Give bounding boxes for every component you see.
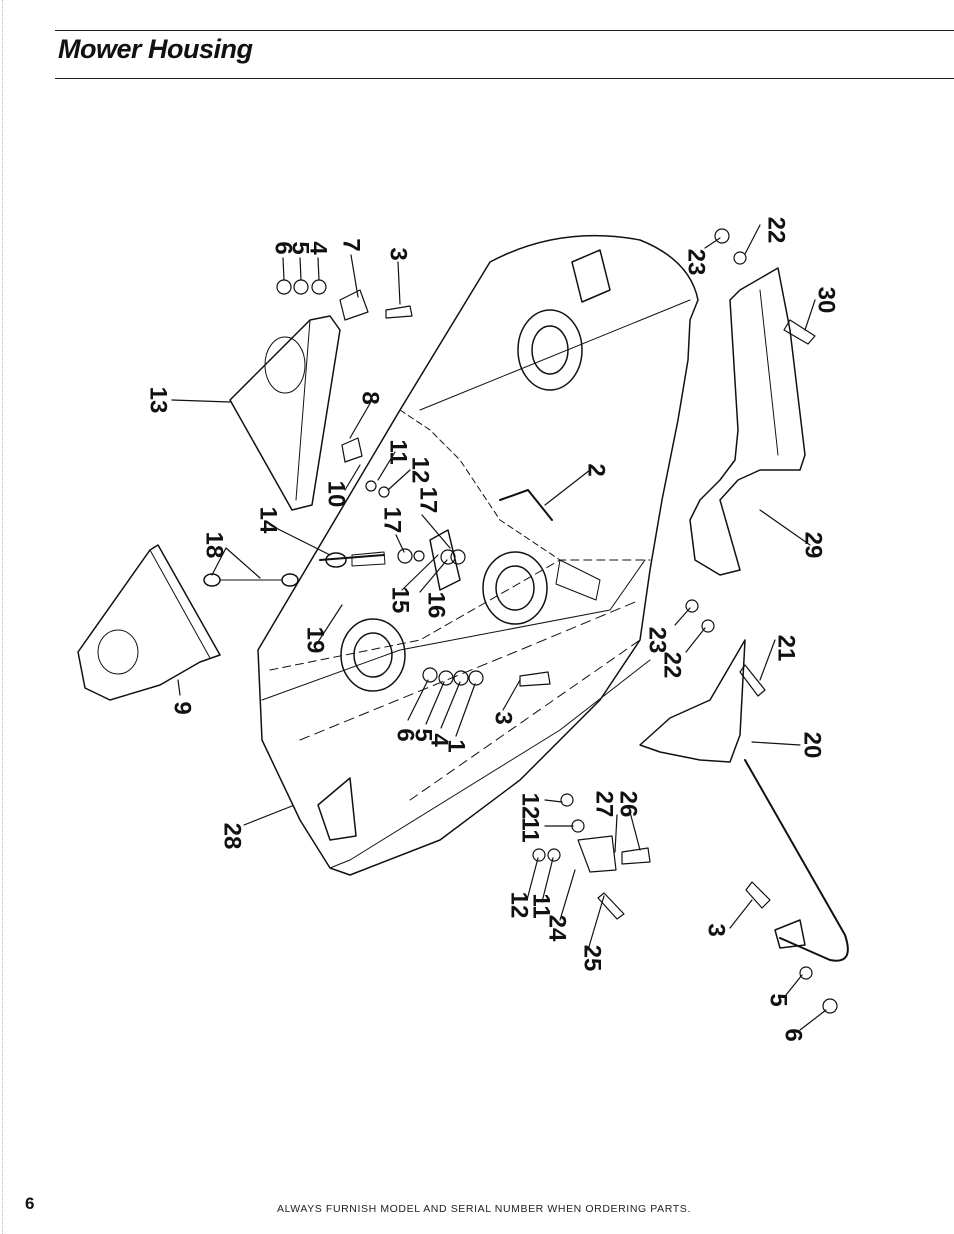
callout-c23b: 23: [644, 627, 671, 654]
callout-c22b: 22: [659, 652, 686, 679]
callout-c18: 18: [201, 532, 228, 559]
callout-c15: 15: [387, 587, 414, 614]
discharge-deflector: [689, 267, 806, 576]
callout-c4a: 4: [305, 241, 332, 255]
footer-ordering-note: ALWAYS FURNISH MODEL AND SERIAL NUMBER W…: [277, 1203, 691, 1215]
callout-c25: 25: [579, 945, 606, 972]
callout-c11c: 11: [528, 893, 555, 918]
callout-c3b: 3: [490, 711, 517, 724]
callout-c11b: 11: [517, 817, 544, 842]
callout-c16: 16: [423, 592, 450, 619]
callout-c20: 20: [799, 732, 826, 759]
callout-c13: 13: [145, 387, 172, 414]
callout-c9: 9: [169, 701, 196, 714]
callout-c11a: 11: [385, 439, 412, 464]
page-number: 6: [25, 1194, 35, 1213]
callout-c19: 19: [302, 627, 329, 654]
callout-c2: 2: [583, 463, 610, 476]
callout-c6a: 6: [270, 241, 297, 254]
callout-c3a: 3: [385, 247, 412, 260]
callout-c3c: 3: [703, 923, 730, 936]
callout-c21: 21: [773, 635, 800, 662]
callout-c7a: 7: [338, 238, 365, 251]
callout-c5c: 5: [765, 993, 792, 1006]
mower-deck-housing: [257, 234, 699, 876]
callout-c5a: 5: [287, 241, 314, 254]
page-title: Mower Housing: [58, 34, 253, 64]
header-rule-top: [55, 30, 954, 31]
callout-c28: 28: [219, 823, 246, 850]
shield-bracket-left: [77, 544, 221, 701]
callout-c29: 29: [800, 532, 827, 559]
callout-c17a: 17: [415, 487, 442, 514]
callout-c6c: 6: [780, 1028, 807, 1041]
callout-c12a: 12: [407, 457, 434, 484]
callout-c14: 14: [255, 507, 282, 534]
callout-c8: 8: [357, 391, 384, 404]
page-edge: [2, 0, 3, 1234]
callout-c23a: 23: [683, 249, 710, 276]
hardware-parts: [276, 228, 838, 1014]
callout-c4b: 4: [426, 733, 453, 747]
callout-c12b: 12: [517, 793, 544, 820]
callout-c24: 24: [544, 915, 571, 942]
callout-c5b: 5: [410, 728, 437, 741]
leader-lines: [171, 224, 827, 1031]
header-rule-bottom: [55, 78, 954, 79]
callout-c6b: 6: [392, 728, 419, 741]
deflector-rod-assembly: [639, 639, 849, 962]
callout-c17b: 17: [379, 507, 406, 534]
callout-c26: 26: [615, 791, 642, 818]
callout-c1: 1: [443, 739, 470, 752]
callout-c12c: 12: [506, 892, 533, 919]
callout-c22a: 22: [763, 217, 790, 244]
callout-c30: 30: [813, 287, 840, 314]
callout-c27: 27: [591, 791, 618, 818]
callout-c10: 10: [323, 481, 350, 508]
belt-shield-left: [229, 315, 341, 511]
